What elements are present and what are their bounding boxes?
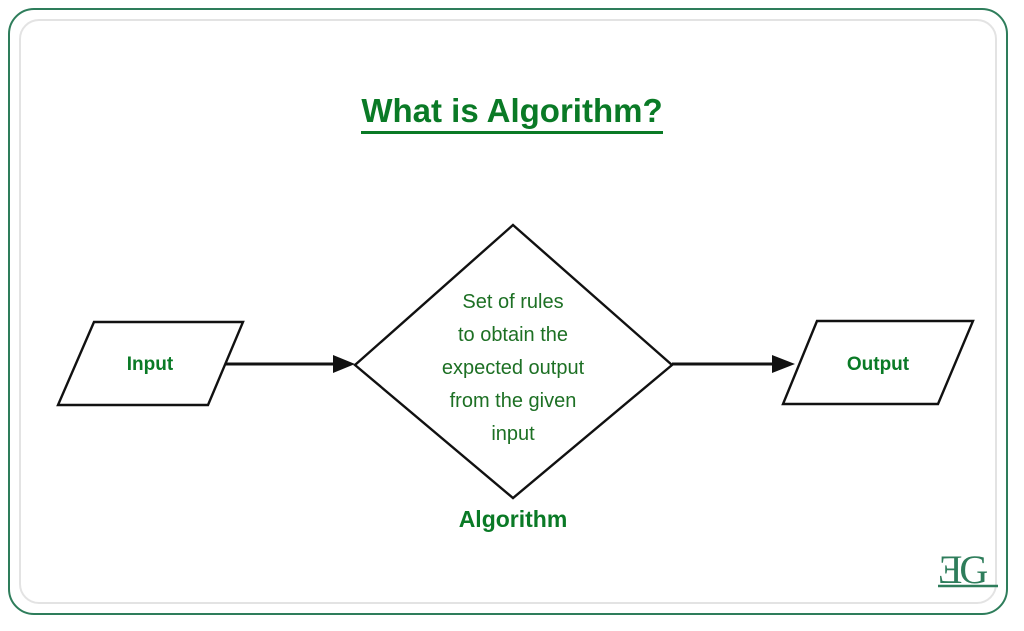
arrow-head-1	[333, 355, 355, 373]
algorithm-text-line-3: expected output	[442, 357, 585, 379]
node-algorithm: Set of rules to obtain the expected outp…	[353, 223, 674, 532]
node-output: Output	[781, 319, 975, 406]
algorithm-diamond-shape	[353, 223, 674, 500]
algorithm-text-line-4: from the given	[450, 390, 577, 412]
input-parallelogram-shape	[56, 320, 245, 407]
algorithm-text-line-5: input	[491, 423, 535, 445]
algorithm-text-line-1: Set of rules	[462, 291, 563, 313]
output-parallelogram-shape	[781, 319, 975, 406]
node-input: Input	[56, 320, 245, 407]
input-label: Input	[127, 354, 174, 375]
edge-algorithm-to-output	[672, 355, 795, 373]
algorithm-text-line-2: to obtain the	[458, 324, 568, 346]
geeksforgeeks-logo: ƎG	[938, 552, 998, 592]
page-title-text: What is Algorithm?	[361, 92, 663, 134]
algorithm-caption: Algorithm	[459, 506, 568, 532]
arrow-head-2	[772, 355, 795, 373]
edge-input-to-algorithm	[226, 355, 355, 373]
output-label: Output	[847, 354, 910, 375]
page-title: What is Algorithm?	[0, 92, 1024, 134]
